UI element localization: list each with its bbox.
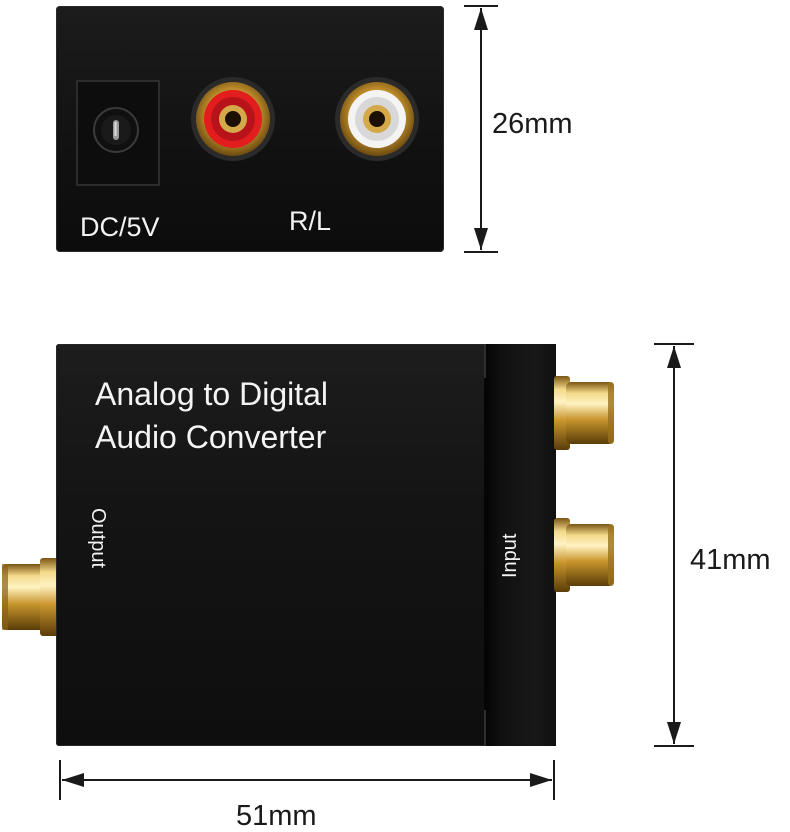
product-title-line2: Audio Converter — [95, 419, 327, 455]
power-label: DC/5V — [80, 212, 160, 242]
red-rca-jack — [191, 77, 275, 161]
output-label: Output — [87, 508, 109, 569]
input-gold-jack-bottom — [554, 518, 614, 592]
top-height-dimension-line — [464, 5, 498, 253]
input-label: Input — [499, 533, 521, 578]
input-gold-jack-top — [554, 376, 614, 450]
output-gold-jack — [2, 558, 60, 636]
white-rca-jack — [335, 77, 419, 161]
product-title-line1: Analog to Digital — [95, 376, 329, 412]
rl-label: R/L — [289, 206, 332, 236]
side-view-panel — [56, 344, 556, 746]
width-label: 51mm — [236, 800, 317, 832]
dc-jack-socket-icon — [93, 107, 139, 153]
dc-power-jack — [76, 80, 160, 186]
width-dimension-line — [59, 760, 555, 800]
cover-slot — [484, 378, 490, 710]
side-height-label: 41mm — [690, 544, 771, 576]
top-height-label: 26mm — [492, 108, 573, 140]
side-height-dimension-line — [654, 343, 694, 747]
